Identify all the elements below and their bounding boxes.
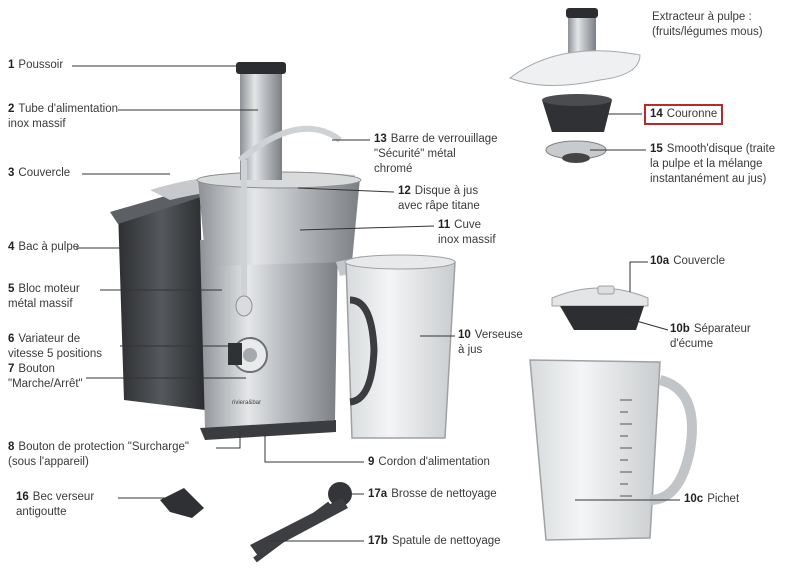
bowl — [198, 178, 360, 266]
pusher — [236, 62, 286, 74]
juicer-body: riviera&bar — [110, 62, 368, 440]
cleaning-spatula — [250, 498, 348, 556]
pitcher — [529, 359, 661, 541]
anti-drip-spout — [160, 488, 204, 518]
locking-arm — [238, 125, 342, 163]
foam-separator — [560, 306, 644, 330]
pitcher-set — [529, 285, 697, 541]
leader-lines — [72, 65, 680, 542]
accessories — [160, 482, 352, 563]
pulp-container — [118, 186, 205, 410]
crown — [542, 100, 612, 132]
extractor-title: Extracteur à pulpe : (fruits/légumes mou… — [652, 11, 763, 38]
juice-jug — [344, 254, 456, 439]
pulp-extractor — [508, 8, 641, 163]
motor-base — [200, 238, 338, 428]
cleaning-brush — [328, 482, 352, 506]
brand-mark: riviera&bar — [232, 400, 261, 406]
